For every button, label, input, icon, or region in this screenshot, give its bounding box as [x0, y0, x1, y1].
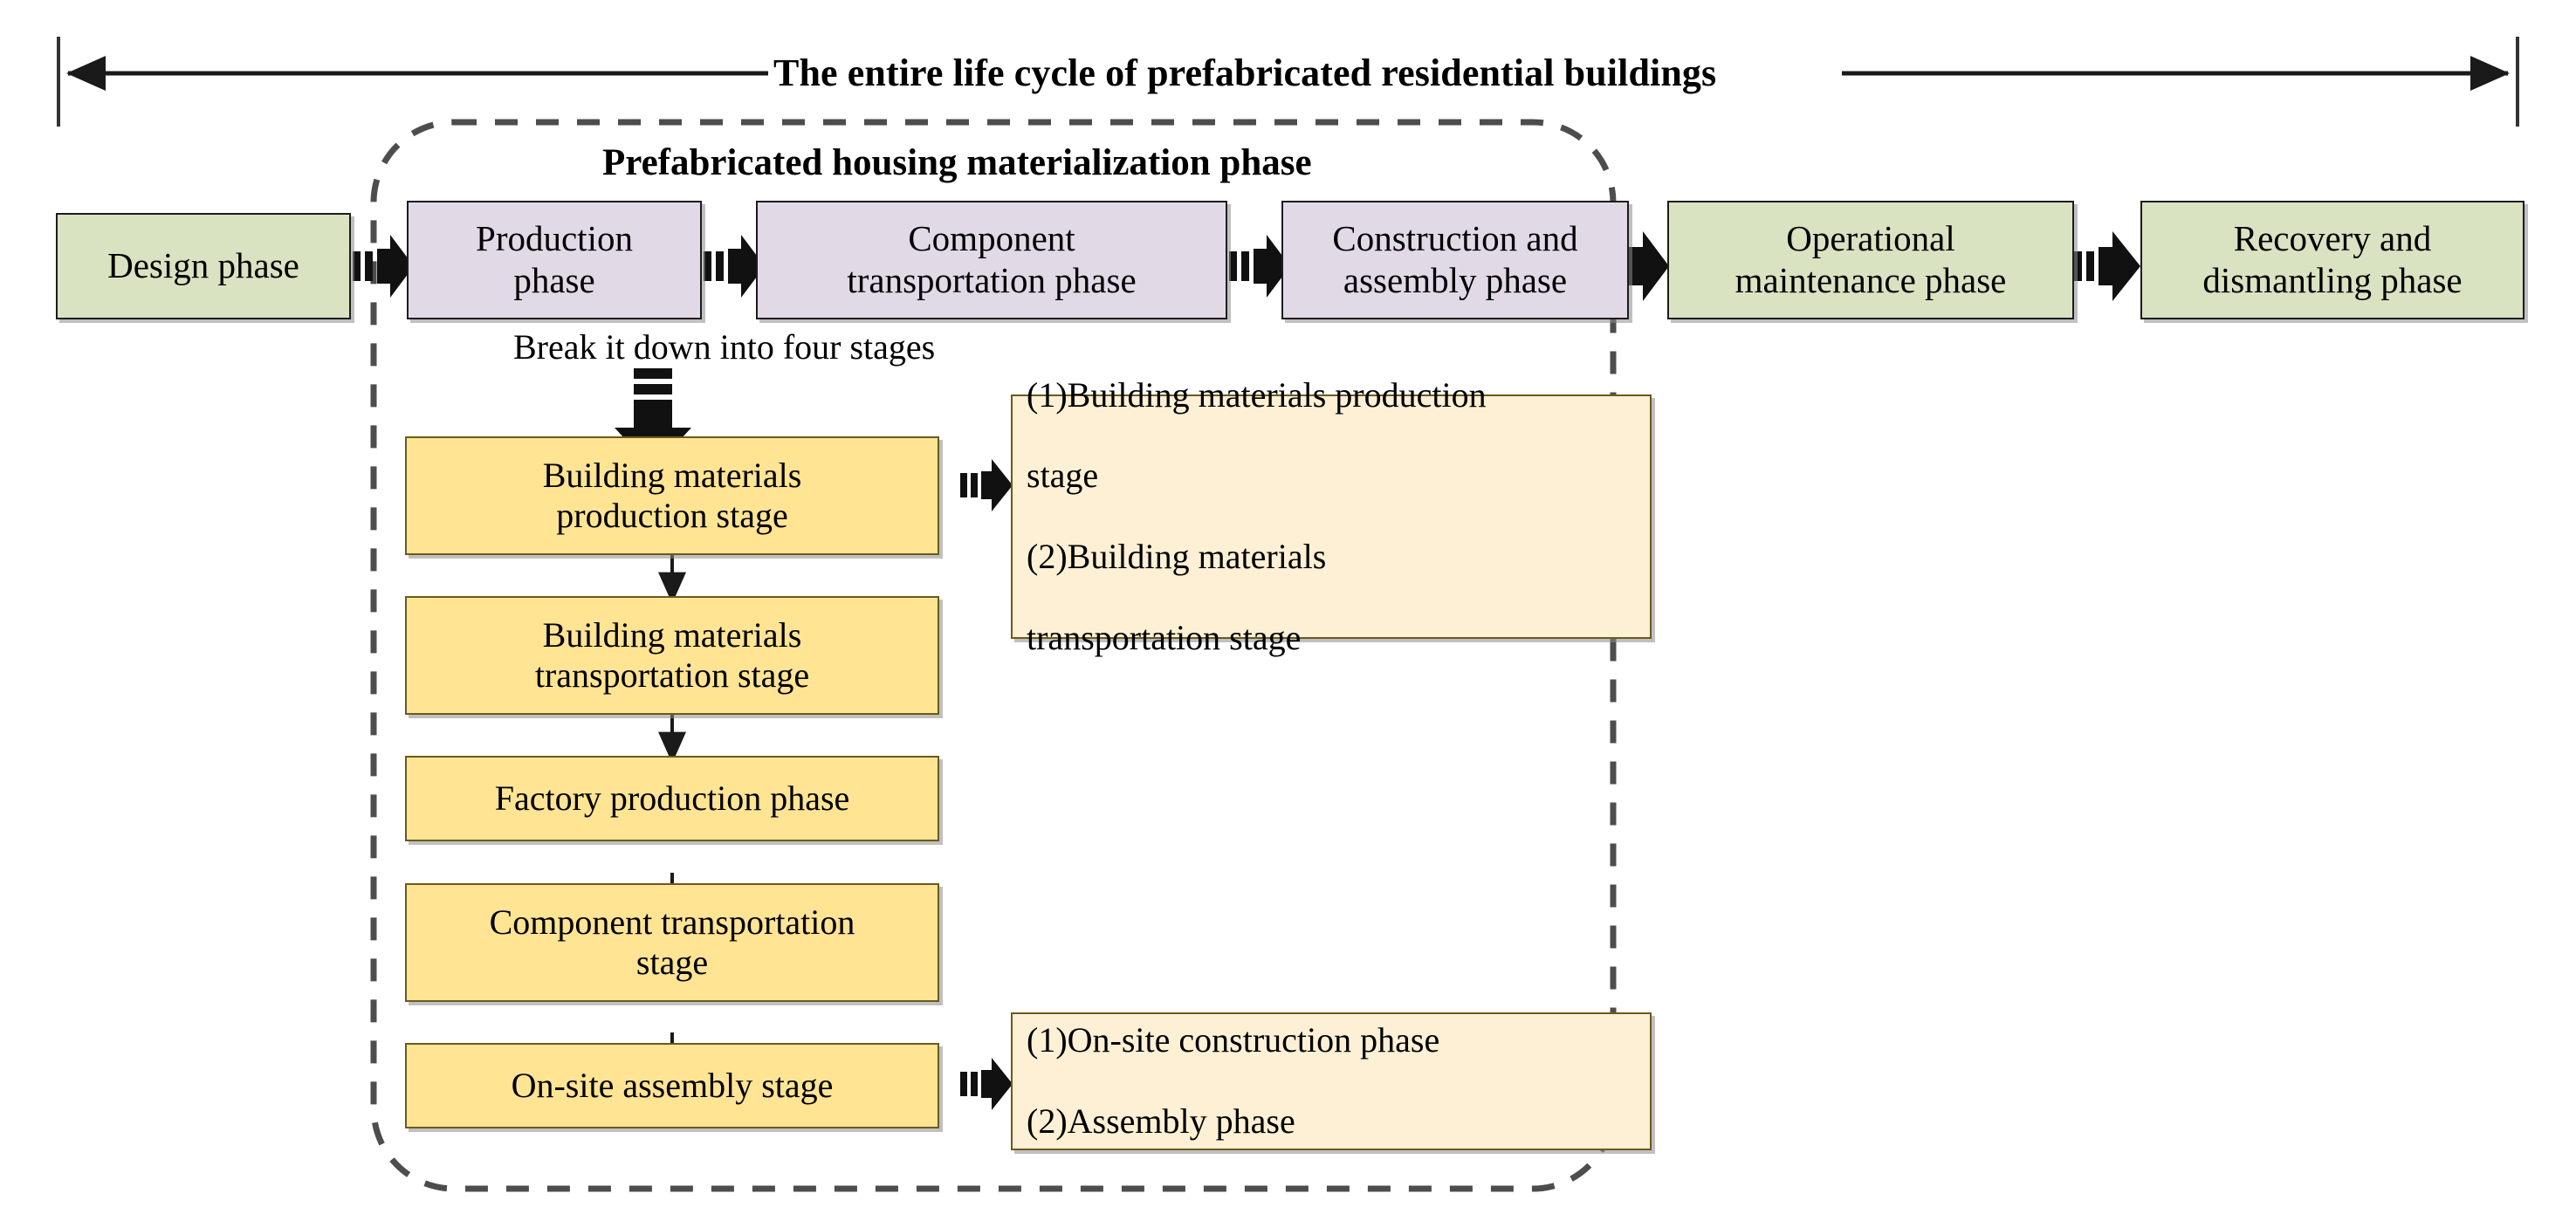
note-materials-line-1: (1)Building materials production: [1027, 374, 1487, 415]
flow-arrow-operational-to-recovery: [2074, 231, 2140, 301]
note-onsite-line-1: (1)On-site construction phase: [1027, 1020, 1440, 1060]
lifecycle-span-rule: [57, 37, 2519, 127]
note-arrow-materials: [960, 459, 1013, 511]
phase-box-design-phase[interactable]: Design phase: [56, 213, 351, 319]
page-title: The entire life cycle of prefabricated r…: [773, 51, 1717, 94]
note-materials-line-2: stage: [1027, 456, 1099, 496]
phase-label-design-phase: Design phase: [107, 245, 299, 286]
note-materials-line-4: transportation stage: [1027, 617, 1302, 657]
note-onsite-line-2: (2)Assembly phase: [1027, 1101, 1295, 1142]
stage-box-factory-production[interactable]: Factory production phase: [405, 756, 939, 841]
note-materials-text: (1)Building materials production stage (2)…: [1013, 375, 1492, 659]
stage-label-factory-production: Factory production phase: [494, 778, 850, 818]
breakdown-label: Break it down into four stages: [513, 327, 936, 367]
materialization-container: [370, 119, 1617, 1192]
note-arrow-onsite: [960, 1058, 1013, 1110]
flow-arrow-production-to-component: [704, 235, 765, 298]
note-box-onsite: (1)On-site construction phase (2)Assembly…: [1011, 1012, 1652, 1150]
note-onsite-text: (1)On-site construction phase (2)Assembly…: [1013, 1020, 1445, 1142]
breakdown-down-arrow: [615, 368, 691, 470]
note-box-materials: (1)Building materials production stage (2)…: [1011, 375, 1652, 657]
note-materials-line-3: (2)Building materials: [1027, 537, 1327, 577]
stage-label-onsite-assembly: On-site assembly stage: [511, 1065, 834, 1105]
materialization-phase-title: Prefabricated housing materialization ph…: [602, 142, 1312, 183]
stage-box-onsite-assembly[interactable]: On-site assembly stage: [405, 1043, 939, 1128]
flow-arrow-component-to-construction: [1229, 235, 1290, 298]
flow-arrow-design-to-production: [353, 235, 414, 298]
